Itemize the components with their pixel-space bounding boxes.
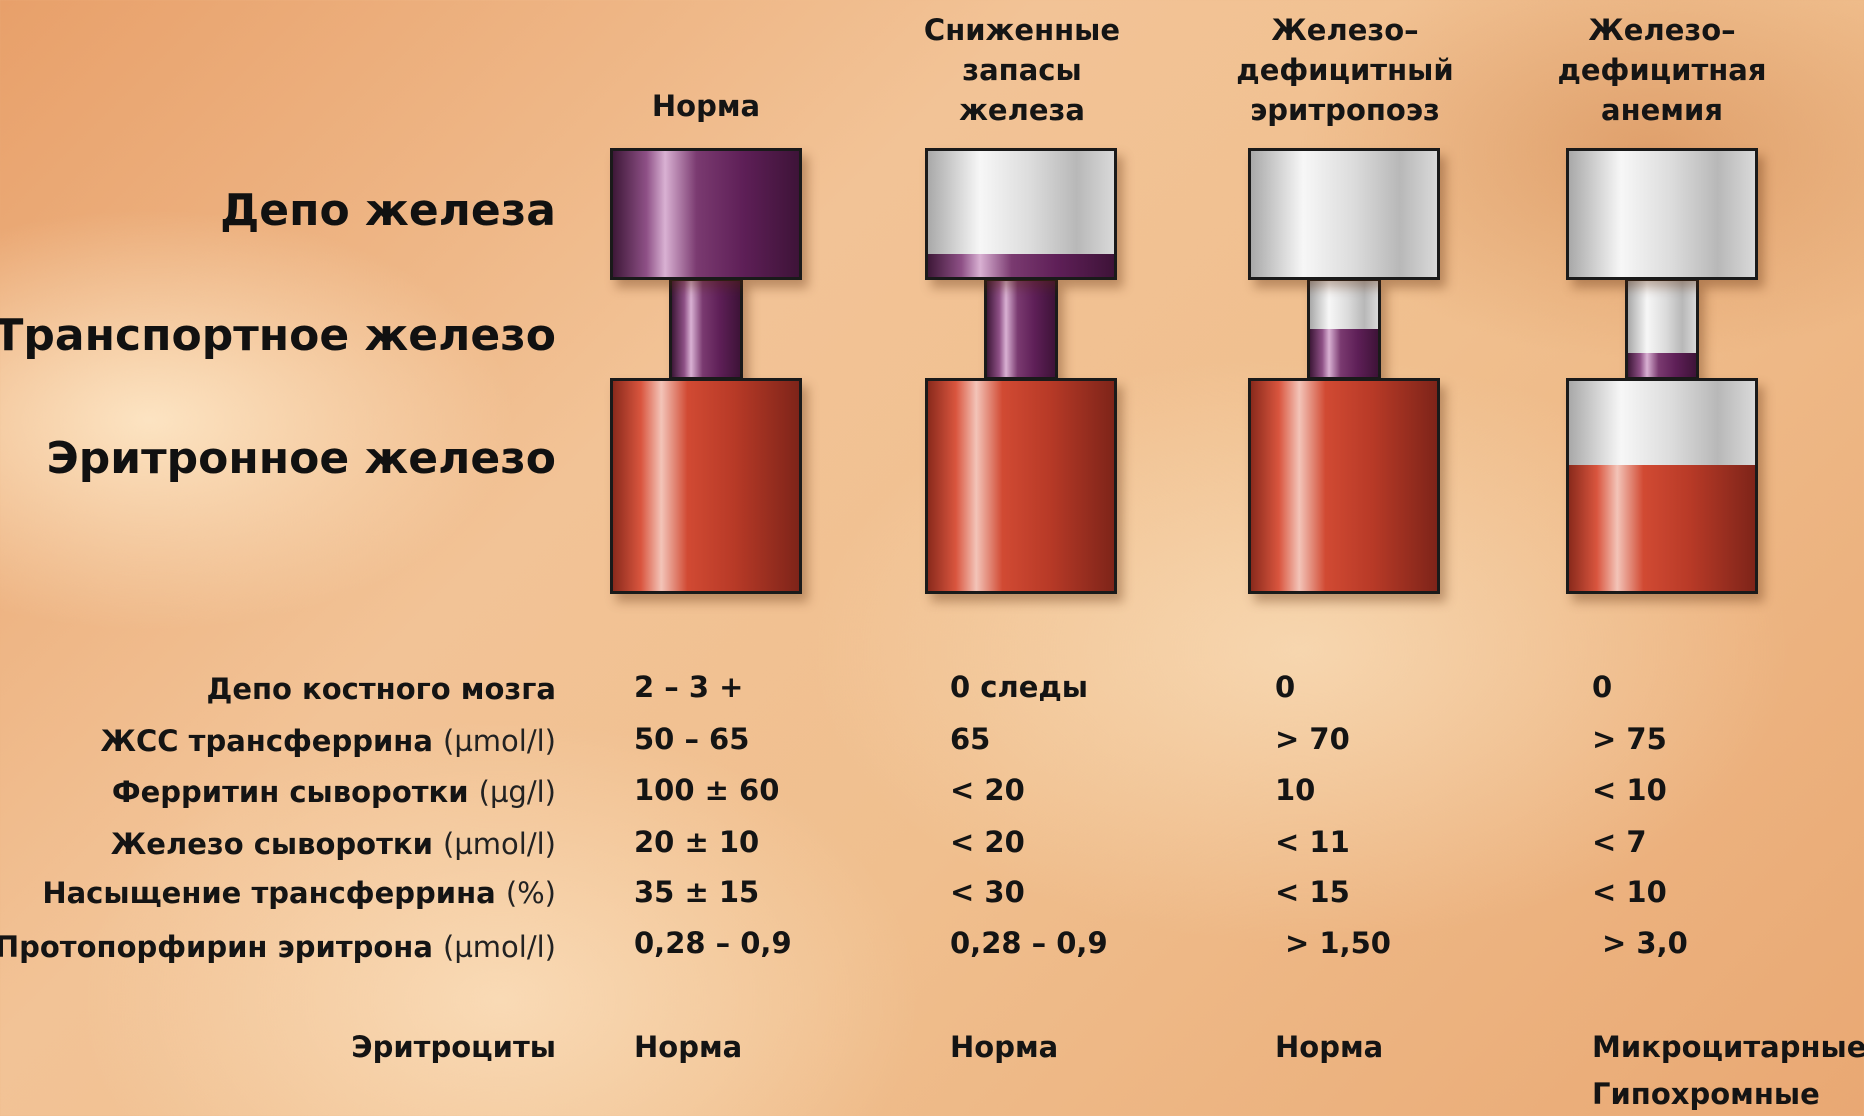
- param-label-saturation: Насыщение трансферрина (%): [42, 876, 556, 910]
- erythron-iron-reduced-stores: [925, 378, 1117, 594]
- value-cell: 0,28 – 0,9: [634, 926, 792, 960]
- header-line: дефицитная: [1522, 50, 1802, 90]
- value-cell: < 11: [1275, 825, 1350, 859]
- param-name: Протопорфирин эритрона: [0, 930, 433, 964]
- depot-iron-reduced-stores: [925, 148, 1117, 280]
- header-line: эритропоэз: [1205, 90, 1485, 130]
- column-header-deficiency-anemia: Железо– дефицитная анемия: [1522, 10, 1802, 130]
- label-erythron-iron: Эритронное железо: [46, 433, 556, 484]
- value-cell: < 10: [1592, 875, 1667, 909]
- transport-iron-deficiency-anemia: [1625, 278, 1699, 380]
- param-unit: (µmol/l): [443, 930, 556, 964]
- param-unit: (µg/l): [479, 775, 556, 809]
- transport-iron-normal: [669, 278, 743, 380]
- param-label-marrow-depot: Депо костного мозга: [207, 672, 557, 706]
- param-name: ЖСС трансферрина: [101, 724, 433, 758]
- erythrocytes-value: Норма: [634, 1030, 742, 1064]
- label-depot-iron: Депо железа: [220, 185, 556, 236]
- erythrocytes-value: Норма: [950, 1030, 1058, 1064]
- value-cell: 0,28 – 0,9: [950, 926, 1108, 960]
- transport-iron-normal-level: [672, 281, 740, 377]
- header-line: запасы: [882, 50, 1162, 90]
- column-header-reduced-stores: Сниженные запасы железа: [882, 10, 1162, 130]
- param-unit: (µmol/l): [443, 827, 556, 861]
- param-name: Депо костного мозга: [207, 672, 557, 706]
- param-label-ferritin: Ферритин сыворотки (µg/l): [112, 775, 556, 809]
- value-cell: 2 – 3 +: [634, 670, 743, 704]
- value-cell: < 30: [950, 875, 1025, 909]
- erythrocytes-value: Микроцитарные: [1592, 1030, 1864, 1064]
- header-line: железа: [882, 90, 1162, 130]
- value-cell: > 70: [1275, 722, 1350, 756]
- value-cell: 10: [1275, 773, 1315, 807]
- value-cell: < 10: [1592, 773, 1667, 807]
- value-cell: < 7: [1592, 825, 1647, 859]
- value-cell: > 1,50: [1285, 926, 1391, 960]
- value-cell: 0 следы: [950, 670, 1088, 704]
- value-cell: > 3,0: [1602, 926, 1688, 960]
- value-cell: < 20: [950, 825, 1025, 859]
- depot-iron-normal: [610, 148, 802, 280]
- transport-iron-reduced-stores-level: [987, 281, 1055, 377]
- value-cell: 0: [1275, 670, 1295, 704]
- column-header-deficient-erythropoiesis: Железо– дефицитный эритропоэз: [1205, 10, 1485, 130]
- erythron-iron-normal: [610, 378, 802, 594]
- erythrocytes-label: Эритроциты: [351, 1030, 556, 1064]
- depot-iron-deficient-erythropoiesis: [1248, 148, 1440, 280]
- param-unit: (µmol/l): [443, 724, 556, 758]
- header-line: Железо–: [1522, 10, 1802, 50]
- erythron-iron-deficiency-anemia: [1566, 378, 1758, 594]
- value-cell: < 20: [950, 773, 1025, 807]
- param-name: Насыщение трансферрина: [42, 876, 495, 910]
- param-label-serum-iron: Железо сыворотки (µmol/l): [111, 827, 556, 861]
- header-line: Сниженные: [882, 10, 1162, 50]
- param-name: Железо сыворотки: [111, 827, 433, 861]
- column-header-normal: Норма: [566, 86, 846, 126]
- value-cell: 65: [950, 722, 990, 756]
- depot-iron-normal-level: [613, 151, 799, 277]
- erythron-iron-deficient-erythropoiesis-level: [1251, 381, 1437, 591]
- value-cell: > 75: [1592, 722, 1667, 756]
- value-cell: 35 ± 15: [634, 875, 759, 909]
- header-line: Норма: [566, 86, 846, 126]
- param-unit: (%): [506, 876, 556, 910]
- transport-iron-reduced-stores: [984, 278, 1058, 380]
- erythron-iron-deficiency-anemia-level: [1569, 465, 1755, 591]
- param-name: Ферритин сыворотки: [112, 775, 469, 809]
- erythrocytes-value: Норма: [1275, 1030, 1383, 1064]
- erythron-iron-deficient-erythropoiesis: [1248, 378, 1440, 594]
- erythrocytes-value: Гипохромные: [1592, 1077, 1820, 1111]
- value-cell: 50 – 65: [634, 722, 749, 756]
- value-cell: 0: [1592, 670, 1612, 704]
- value-cell: 100 ± 60: [634, 773, 779, 807]
- transport-iron-deficient-erythropoiesis: [1307, 278, 1381, 380]
- erythron-iron-normal-level: [613, 381, 799, 591]
- param-label-tibc: ЖСС трансферрина (µmol/l): [101, 724, 557, 758]
- depot-iron-deficiency-anemia: [1566, 148, 1758, 280]
- transport-iron-deficient-erythropoiesis-level: [1310, 329, 1378, 377]
- depot-iron-reduced-stores-level: [928, 254, 1114, 277]
- header-line: дефицитный: [1205, 50, 1485, 90]
- erythron-iron-reduced-stores-level: [928, 381, 1114, 591]
- header-line: Железо–: [1205, 10, 1485, 50]
- value-cell: 20 ± 10: [634, 825, 759, 859]
- transport-iron-deficiency-anemia-level: [1628, 353, 1696, 377]
- param-label-protoporphyrin: Протопорфирин эритрона (µmol/l): [0, 930, 556, 964]
- label-transport-iron: Транспортное железо: [0, 310, 556, 361]
- header-line: анемия: [1522, 90, 1802, 130]
- value-cell: < 15: [1275, 875, 1350, 909]
